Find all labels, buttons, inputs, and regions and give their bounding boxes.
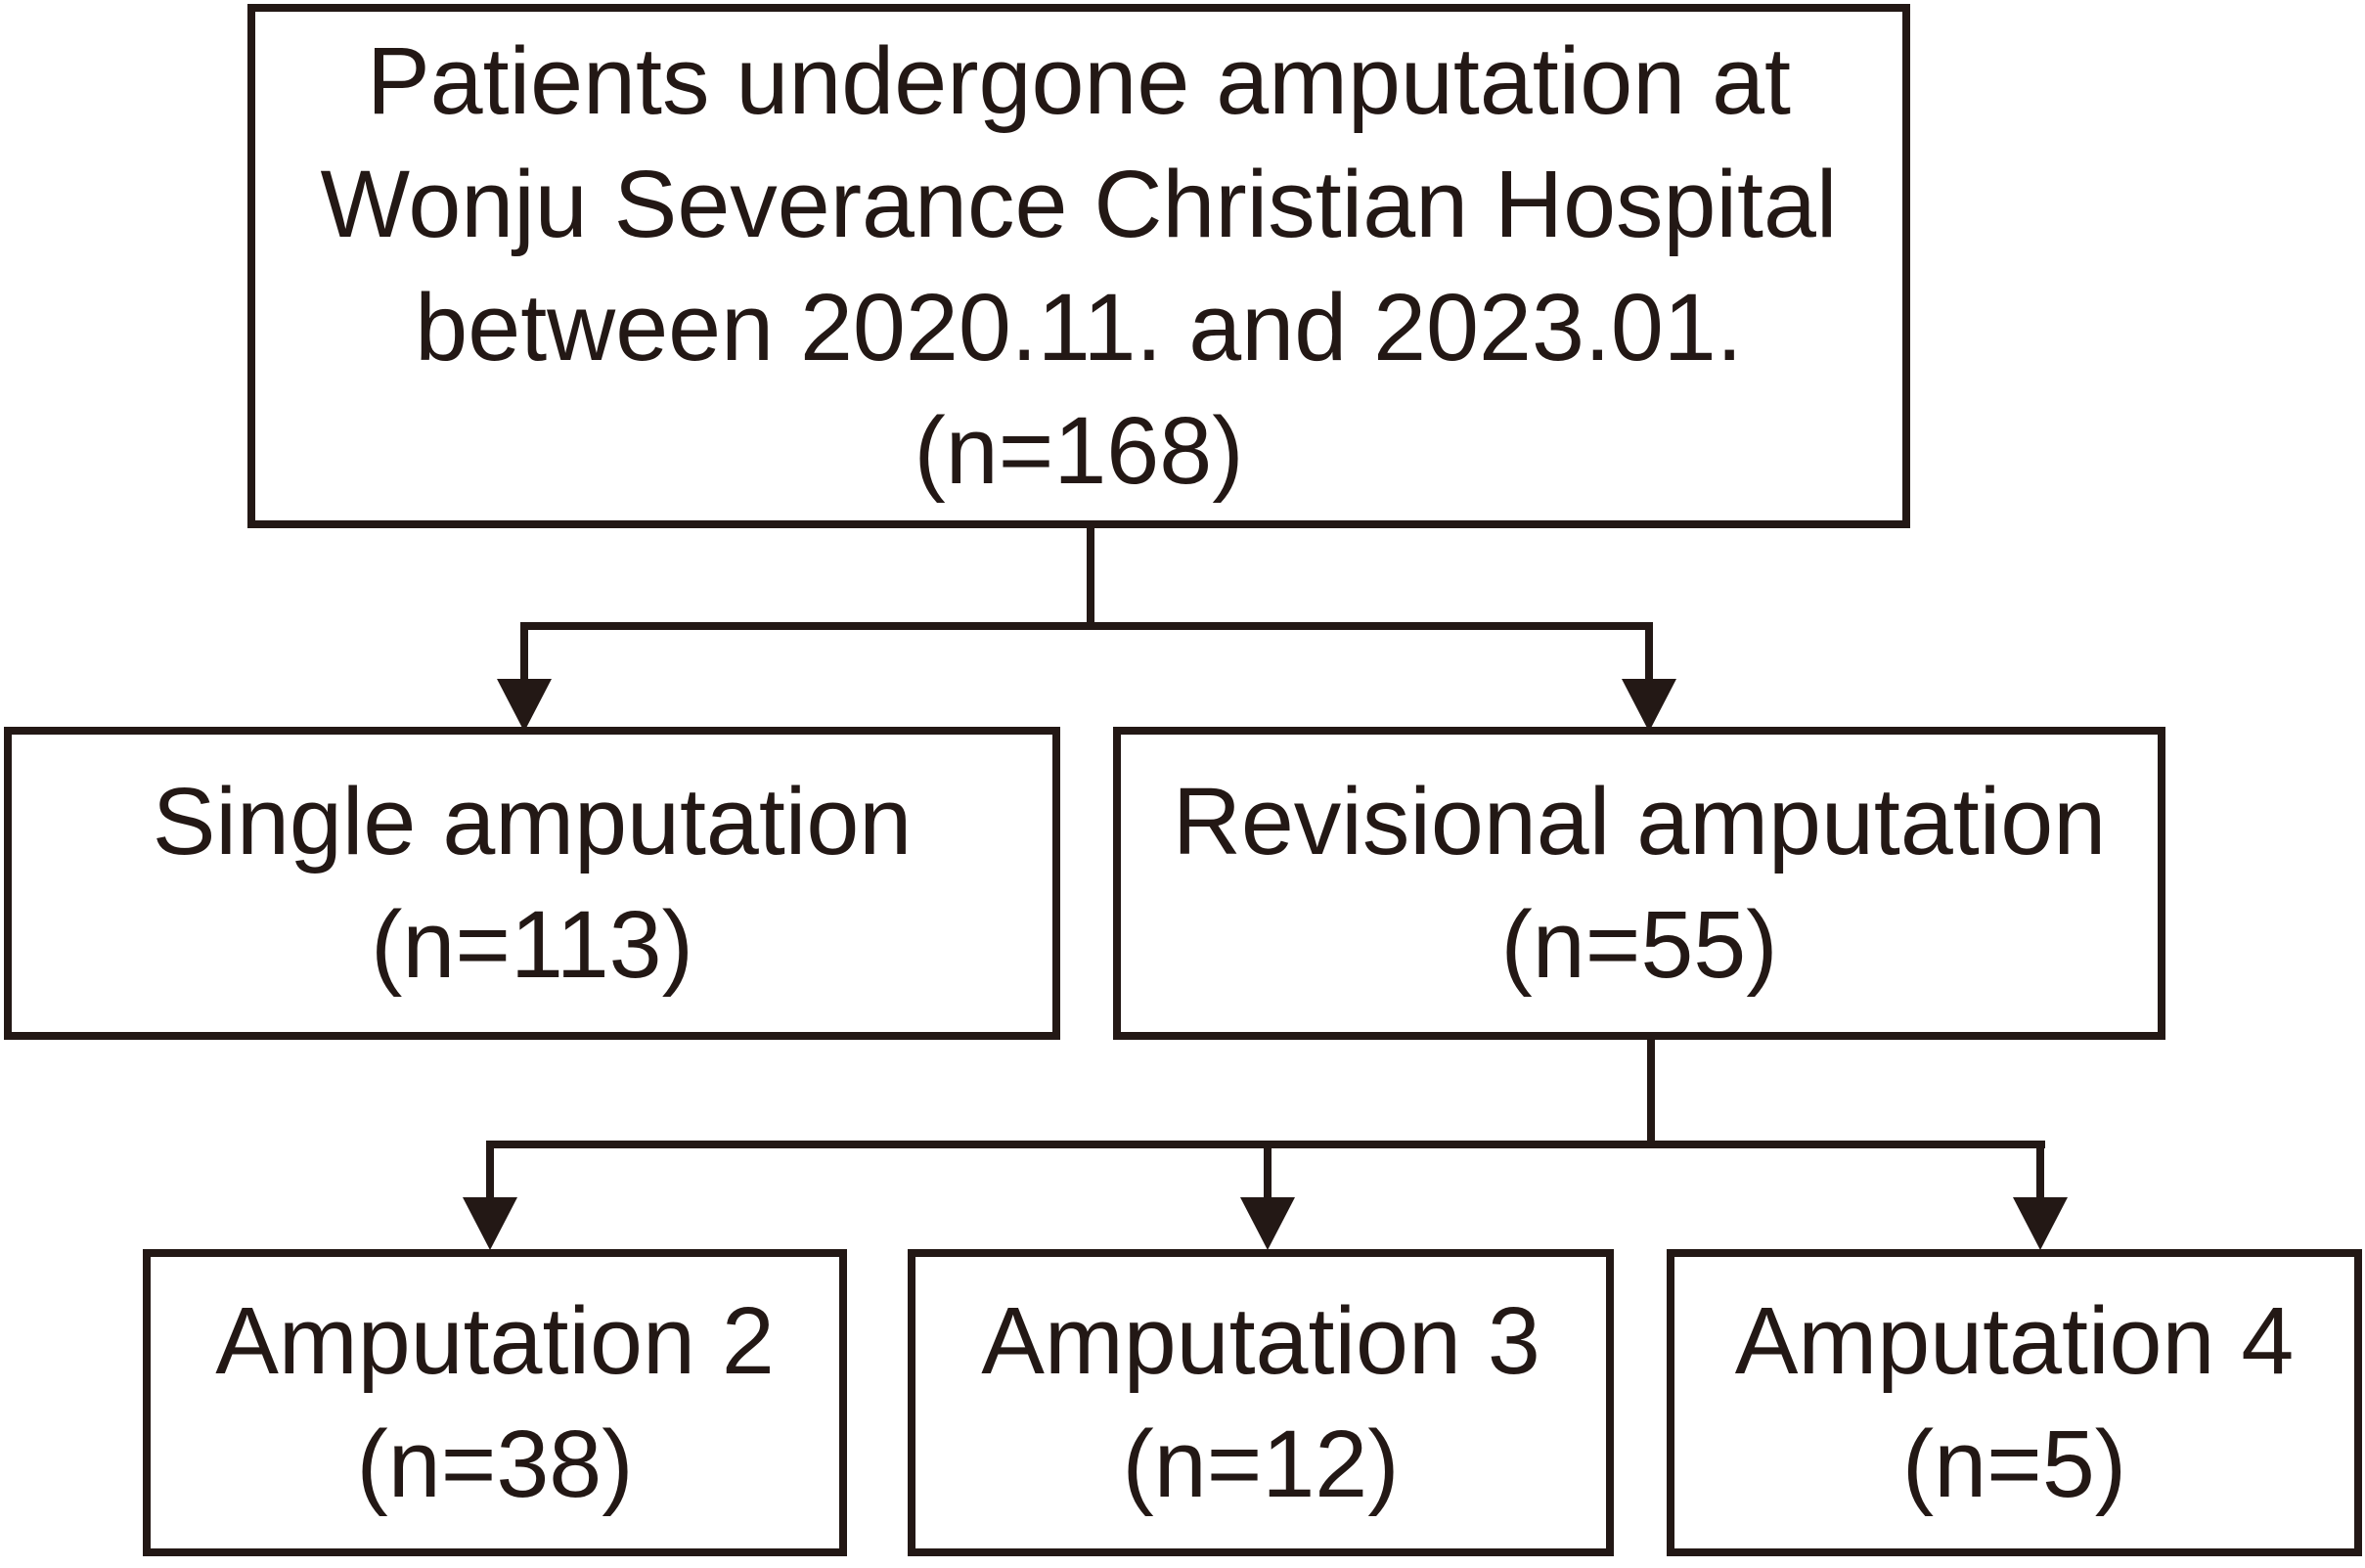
node-revisional-amputation: Revisional amputation (n=55) <box>1113 727 2165 1040</box>
connector-level1-branch <box>520 622 1653 630</box>
node-text-line: Patients undergone amputation at <box>366 26 1792 134</box>
node-text-line: Single amputation <box>152 767 913 874</box>
node-text-line: Amputation 3 <box>981 1286 1540 1394</box>
connector-drop-single <box>520 622 528 683</box>
connector-drop-amputation3 <box>1264 1141 1272 1201</box>
node-patients-total: Patients undergone amputation at Wonju S… <box>247 4 1910 528</box>
connector-drop-amputation4 <box>2036 1141 2044 1201</box>
connector-root-stem <box>1087 526 1094 630</box>
node-amputation-2: Amputation 2 (n=38) <box>143 1249 847 1556</box>
connector-revisional-stem <box>1647 1038 1655 1147</box>
node-text-line: Amputation 2 <box>215 1286 775 1394</box>
node-text-line: Amputation 4 <box>1734 1286 2295 1394</box>
node-count-line: (n=55) <box>1500 891 1778 998</box>
node-text-line: Wonju Severance Christian Hospital <box>320 150 1838 257</box>
arrow-down-icon <box>2013 1197 2068 1250</box>
arrow-down-icon <box>497 679 552 732</box>
node-amputation-4: Amputation 4 (n=5) <box>1667 1249 2362 1556</box>
node-count-line: (n=5) <box>1901 1411 2127 1517</box>
node-count-line: (n=12) <box>1122 1411 1400 1517</box>
arrow-down-icon <box>1622 679 1676 732</box>
connector-drop-amputation2 <box>486 1141 494 1201</box>
connector-drop-revisional <box>1645 622 1653 683</box>
arrow-down-icon <box>463 1197 517 1250</box>
node-single-amputation: Single amputation (n=113) <box>4 727 1060 1040</box>
node-text-line: Revisional amputation <box>1172 767 2107 874</box>
node-count-line: (n=113) <box>371 891 693 998</box>
node-text-line: between 2020.11. and 2023.01. <box>415 274 1743 381</box>
node-amputation-3: Amputation 3 (n=12) <box>908 1249 1614 1556</box>
node-count-line: (n=168) <box>914 397 1244 505</box>
node-count-line: (n=38) <box>356 1411 634 1517</box>
arrow-down-icon <box>1240 1197 1295 1250</box>
